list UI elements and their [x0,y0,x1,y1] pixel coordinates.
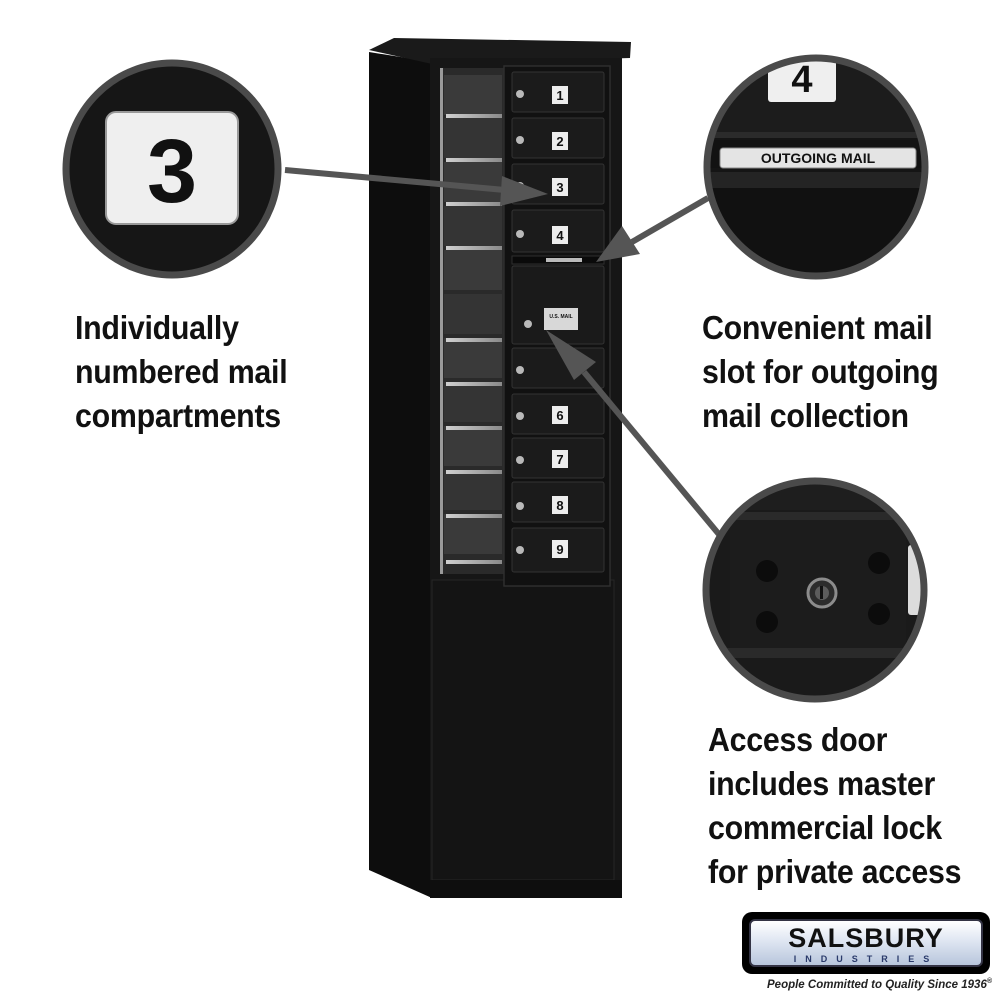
mailbox-cabinet: 1 2 3 4 6 7 8 9 U.S. MAIL [369,38,631,898]
caption-line: slot for outgoing [702,353,939,390]
compartment-number: 3 [556,180,563,195]
compartment-number: 9 [556,542,563,557]
registered-mark: ® [986,978,993,985]
pointer-arrows [284,167,725,540]
caption-access-door: Access door includes master commercial l… [708,718,962,894]
outgoing-mail-label: OUTGOING MAIL [761,150,876,166]
caption-line: Convenient mail [702,309,933,346]
logo-plate: SALSBURY INDUSTRIES [749,919,983,967]
caption-line: compartments [75,397,281,434]
callout-number-detail: 3 [62,59,282,279]
callout-lock-detail [702,477,928,703]
callout-slot-detail: 4 OUTGOING MAIL [703,54,929,280]
compartment-number: 2 [556,134,563,149]
caption-line: commercial lock [708,809,942,846]
caption-line: for private access [708,853,962,890]
caption-line: Individually [75,309,239,346]
compartment-number: 4 [556,228,564,243]
number-plates [552,86,568,558]
interior-shelves [440,68,502,574]
callout-number: 3 [147,122,197,222]
caption-line: numbered mail [75,353,288,390]
access-door-label: U.S. MAIL [549,314,572,320]
compartment-number: 8 [556,498,563,513]
compartment-number: 7 [556,452,563,467]
caption-outgoing-slot: Convenient mail slot for outgoing mail c… [702,306,939,438]
salsbury-logo: SALSBURY INDUSTRIES [742,912,990,974]
logo-brand-sub: INDUSTRIES [793,954,939,964]
caption-line: includes master [708,765,936,802]
logo-brand-name: SALSBURY [788,923,944,953]
tagline-text: People Committed to Quality Since 1936 [767,978,987,991]
compartment-number: 6 [556,408,563,423]
caption-line: mail collection [702,397,909,434]
callout-slot-number: 4 [791,59,812,101]
brand-tagline: People Committed to Quality Since 1936® [767,978,992,991]
compartment-number: 1 [556,88,563,103]
caption-numbered-compartments: Individually numbered mail compartments [75,306,288,438]
caption-line: Access door [708,721,888,758]
